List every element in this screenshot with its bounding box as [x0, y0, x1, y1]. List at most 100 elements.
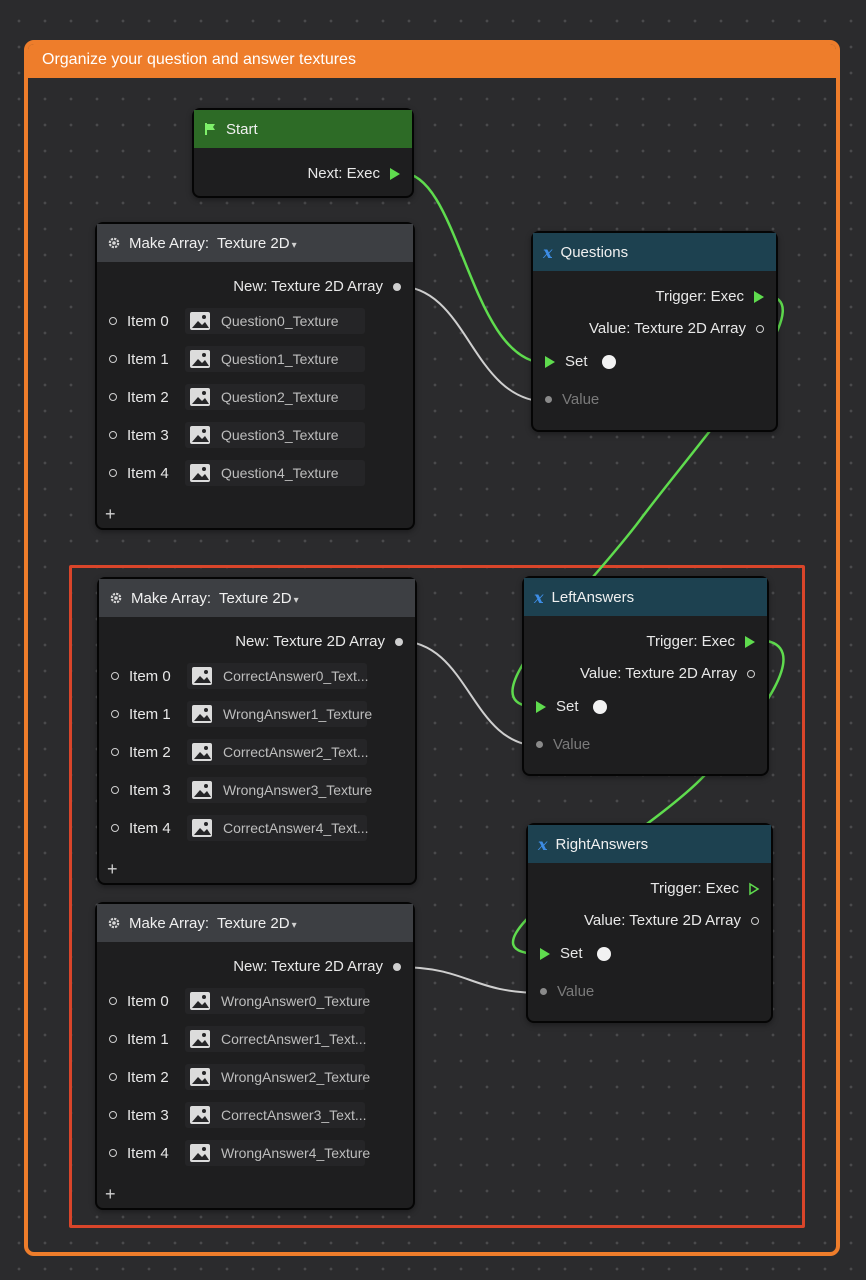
- data-in-pin-icon[interactable]: [109, 431, 117, 439]
- set-toggle[interactable]: [596, 946, 611, 961]
- data-in-pin-icon[interactable]: [111, 672, 119, 680]
- array-item-row[interactable]: Item 1 CorrectAnswer1_Text...: [109, 1026, 367, 1052]
- variable-node-header[interactable]: x LeftAnswers: [524, 578, 767, 616]
- add-item-button[interactable]: +: [107, 859, 118, 879]
- data-in-pin-icon[interactable]: [111, 710, 119, 718]
- add-item-button[interactable]: +: [105, 504, 116, 524]
- data-in-pin-icon[interactable]: [545, 396, 552, 403]
- make-array-node-questions[interactable]: Make Array: Texture 2D▾ New: Texture 2D …: [95, 222, 415, 530]
- data-in-pin-icon[interactable]: [111, 748, 119, 756]
- texture-field[interactable]: WrongAnswer3_Texture: [187, 777, 372, 803]
- value-in-pin[interactable]: Value: [536, 736, 590, 753]
- exec-in-icon[interactable]: [545, 355, 555, 368]
- data-in-pin-icon[interactable]: [111, 786, 119, 794]
- texture-field[interactable]: Question4_Texture: [185, 460, 365, 486]
- data-in-pin-icon[interactable]: [111, 824, 119, 832]
- array-item-row[interactable]: Item 2 Question2_Texture: [109, 384, 365, 410]
- set-exec-pin[interactable]: Set: [545, 353, 616, 370]
- data-out-pin-icon[interactable]: [751, 916, 759, 925]
- data-in-pin-icon[interactable]: [109, 1073, 117, 1081]
- make-array-header[interactable]: Make Array: Texture 2D▾: [97, 904, 413, 942]
- texture-field[interactable]: Question2_Texture: [185, 384, 365, 410]
- array-item-row[interactable]: Item 3 WrongAnswer3_Texture: [111, 777, 372, 803]
- data-in-pin-icon[interactable]: [109, 317, 117, 325]
- variable-node-header[interactable]: x RightAnswers: [528, 825, 771, 863]
- texture-field[interactable]: CorrectAnswer1_Text...: [185, 1026, 367, 1052]
- set-exec-pin[interactable]: Set: [540, 945, 611, 962]
- exec-in-icon[interactable]: [536, 700, 546, 713]
- array-item-row[interactable]: Item 4 Question4_Texture: [109, 460, 365, 486]
- data-out-pin-icon[interactable]: [395, 637, 403, 646]
- data-in-pin-icon[interactable]: [109, 997, 117, 1005]
- data-out-pin-icon[interactable]: [393, 962, 401, 971]
- exec-out-icon[interactable]: [390, 167, 400, 180]
- array-item-row[interactable]: Item 0 Question0_Texture: [109, 308, 365, 334]
- make-array-type-dropdown[interactable]: Texture 2D▾: [217, 234, 297, 252]
- data-in-pin-icon[interactable]: [109, 1035, 117, 1043]
- array-item-row[interactable]: Item 4 WrongAnswer4_Texture: [109, 1140, 370, 1166]
- exec-out-unconnected-icon[interactable]: [749, 882, 760, 895]
- make-array-header[interactable]: Make Array: Texture 2D▾: [99, 579, 415, 617]
- value-out-pin[interactable]: Value: Texture 2D Array: [584, 912, 759, 929]
- texture-field[interactable]: Question3_Texture: [185, 422, 365, 448]
- texture-field[interactable]: Question1_Texture: [185, 346, 365, 372]
- array-item-row[interactable]: Item 3 CorrectAnswer3_Text...: [109, 1102, 367, 1128]
- texture-field[interactable]: CorrectAnswer2_Text...: [187, 739, 369, 765]
- set-toggle[interactable]: [601, 354, 616, 369]
- texture-field[interactable]: WrongAnswer0_Texture: [185, 988, 370, 1014]
- texture-field[interactable]: WrongAnswer2_Texture: [185, 1064, 370, 1090]
- start-next-exec-pin[interactable]: Next: Exec: [307, 165, 400, 182]
- data-out-pin-icon[interactable]: [756, 324, 764, 333]
- trigger-exec-pin[interactable]: Trigger: Exec: [650, 880, 760, 897]
- start-node-header[interactable]: Start: [194, 110, 412, 148]
- array-item-row[interactable]: Item 1 WrongAnswer1_Texture: [111, 701, 372, 727]
- set-toggle[interactable]: [592, 699, 607, 714]
- make-array-type-dropdown[interactable]: Texture 2D▾: [217, 914, 297, 932]
- make-array-node-right-answers[interactable]: Make Array: Texture 2D▾ New: Texture 2D …: [95, 902, 415, 1210]
- array-output-pin[interactable]: New: Texture 2D Array: [233, 958, 401, 975]
- texture-field[interactable]: WrongAnswer1_Texture: [187, 701, 372, 727]
- variable-node-left-answers[interactable]: x LeftAnswers Trigger: Exec Value: Textu…: [522, 576, 769, 776]
- array-output-pin[interactable]: New: Texture 2D Array: [235, 633, 403, 650]
- add-item-button[interactable]: +: [105, 1184, 116, 1204]
- array-output-pin[interactable]: New: Texture 2D Array: [233, 278, 401, 295]
- data-in-pin-icon[interactable]: [540, 988, 547, 995]
- array-item-row[interactable]: Item 2 WrongAnswer2_Texture: [109, 1064, 370, 1090]
- data-out-pin-icon[interactable]: [393, 282, 401, 291]
- variable-node-header[interactable]: x Questions: [533, 233, 776, 271]
- variable-node-questions[interactable]: x Questions Trigger: Exec Value: Texture…: [531, 231, 778, 432]
- texture-field[interactable]: Question0_Texture: [185, 308, 365, 334]
- make-array-node-left-answers[interactable]: Make Array: Texture 2D▾ New: Texture 2D …: [97, 577, 417, 885]
- set-exec-pin[interactable]: Set: [536, 698, 607, 715]
- comment-group-frame[interactable]: Organize your question and answer textur…: [24, 40, 840, 1256]
- data-in-pin-icon[interactable]: [109, 1149, 117, 1157]
- value-in-pin[interactable]: Value: [540, 983, 594, 1000]
- texture-field[interactable]: CorrectAnswer0_Text...: [187, 663, 369, 689]
- make-array-type-dropdown[interactable]: Texture 2D▾: [219, 589, 299, 607]
- comment-group-title[interactable]: Organize your question and answer textur…: [28, 44, 836, 78]
- texture-field[interactable]: CorrectAnswer4_Text...: [187, 815, 369, 841]
- make-array-header[interactable]: Make Array: Texture 2D▾: [97, 224, 413, 262]
- array-item-row[interactable]: Item 1 Question1_Texture: [109, 346, 365, 372]
- data-in-pin-icon[interactable]: [109, 355, 117, 363]
- texture-field[interactable]: CorrectAnswer3_Text...: [185, 1102, 367, 1128]
- trigger-exec-pin[interactable]: Trigger: Exec: [646, 633, 755, 650]
- value-in-pin[interactable]: Value: [545, 391, 599, 408]
- data-in-pin-icon[interactable]: [109, 469, 117, 477]
- texture-field[interactable]: WrongAnswer4_Texture: [185, 1140, 370, 1166]
- array-item-row[interactable]: Item 2 CorrectAnswer2_Text...: [111, 739, 369, 765]
- data-in-pin-icon[interactable]: [109, 393, 117, 401]
- start-node[interactable]: Start Next: Exec: [192, 108, 414, 198]
- value-out-pin[interactable]: Value: Texture 2D Array: [580, 665, 755, 682]
- data-in-pin-icon[interactable]: [109, 1111, 117, 1119]
- array-item-row[interactable]: Item 0 CorrectAnswer0_Text...: [111, 663, 369, 689]
- exec-in-icon[interactable]: [540, 947, 550, 960]
- array-item-row[interactable]: Item 3 Question3_Texture: [109, 422, 365, 448]
- exec-out-icon[interactable]: [754, 290, 764, 303]
- data-in-pin-icon[interactable]: [536, 741, 543, 748]
- exec-out-icon[interactable]: [745, 635, 755, 648]
- data-out-pin-icon[interactable]: [747, 669, 755, 678]
- trigger-exec-pin[interactable]: Trigger: Exec: [655, 288, 764, 305]
- value-out-pin[interactable]: Value: Texture 2D Array: [589, 320, 764, 337]
- variable-node-right-answers[interactable]: x RightAnswers Trigger: Exec Value: Text…: [526, 823, 773, 1023]
